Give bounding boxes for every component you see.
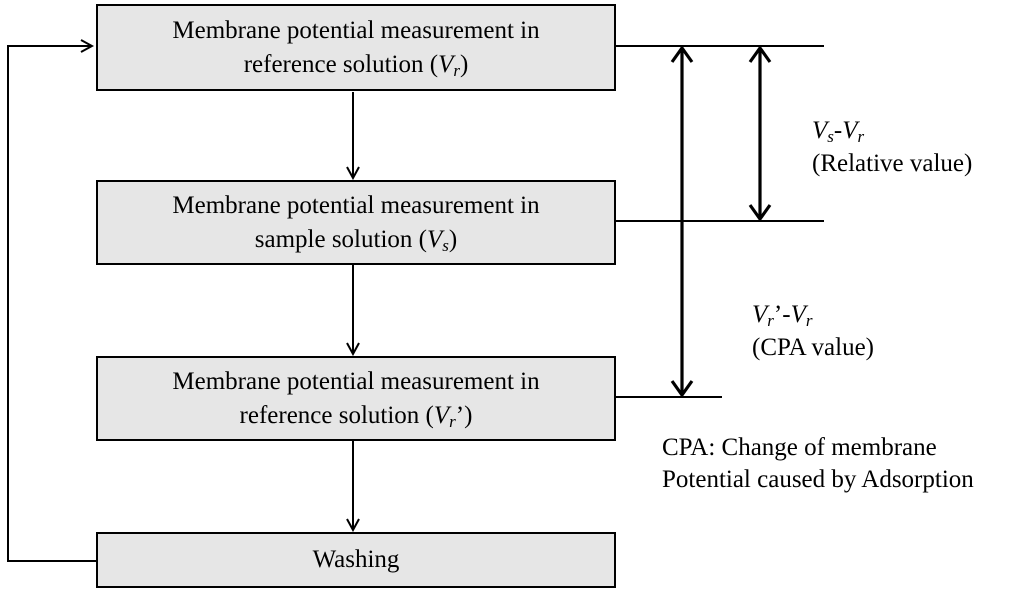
cpa-definition-note: CPA: Change of membrane Potential caused… [662,432,974,496]
step-reference-measurement: Membrane potential measurement in refere… [96,4,616,91]
cpa-formula: Vr’-Vr [752,301,813,330]
relative-value-label: Vs-Vr (Relative value) [812,114,972,180]
step-title: Membrane potential measurement in [172,16,540,44]
relative-value-arrow [748,45,772,222]
note-line-1: CPA: Change of membrane [662,434,937,461]
washing-label: Washing [312,546,400,573]
step-washing: Washing [96,532,616,588]
step-reference-remeasurement: Membrane potential measurement in refere… [96,356,616,441]
note-line-2: Potential caused by Adsorption [662,466,974,493]
cpa-caption: (CPA value) [752,334,874,361]
cpa-value-label: Vr’-Vr (CPA value) [752,298,874,364]
step-title: Membrane potential measurement in [172,367,540,395]
relative-caption: (Relative value) [812,150,973,177]
loop-back-arrow [7,46,96,562]
step-sample-measurement: Membrane potential measurement in sample… [96,180,616,265]
step-detail: reference solution (Vr) [243,50,469,80]
step-detail: reference solution (Vr’) [239,401,473,431]
cpa-value-arrow [670,45,694,398]
step-detail: sample solution (Vs) [254,225,458,255]
step-title: Membrane potential measurement in [172,191,540,219]
relative-formula: Vs-Vr [812,117,865,146]
